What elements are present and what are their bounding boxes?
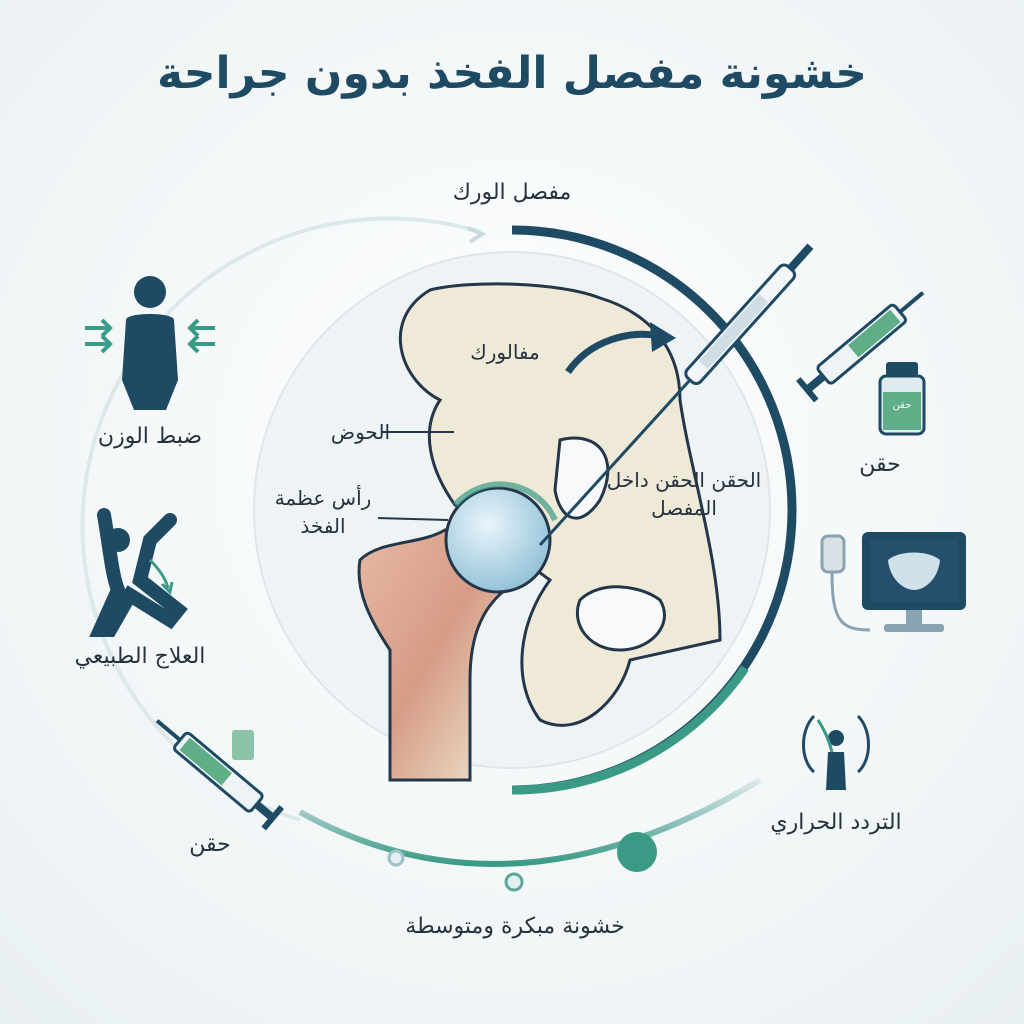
head-leader <box>377 517 449 521</box>
iliac-label: مفالورك <box>470 340 540 364</box>
ultrasound-monitor-icon <box>820 532 966 632</box>
cartilage-arc <box>452 481 558 522</box>
vial-icon <box>878 362 926 436</box>
acetabulum <box>553 436 610 520</box>
progress-dot-2 <box>504 872 524 892</box>
direction-arrow <box>565 330 661 375</box>
outer-ring <box>80 216 481 822</box>
injection-needle <box>538 378 692 547</box>
injection-left-label: حقن <box>189 832 231 857</box>
radiofrequency-label: التردد الحراري <box>770 810 902 835</box>
radiofrequency-icon <box>802 714 870 790</box>
person-weight-icon <box>85 276 215 410</box>
femoral-head <box>444 486 552 594</box>
ring-arrowhead <box>467 226 487 244</box>
syringe-icon <box>796 291 925 403</box>
pelvis-label: الحوض <box>330 420 390 444</box>
obturator-foramen <box>575 585 666 652</box>
teal-arc <box>511 665 749 795</box>
progress-dot-3 <box>617 832 657 872</box>
femoral-head-label: رأس عظمة الفخذ <box>274 486 372 538</box>
injection-right-label: حقن <box>859 452 901 477</box>
direction-arrowhead <box>650 322 676 352</box>
page-title: خشونة مفصل الفخذ بدون جراحة <box>157 48 867 99</box>
small-vial-icon <box>232 730 254 760</box>
stage-label: خشونة مبكرة ومتوسطة <box>405 914 625 939</box>
syringe-icon <box>155 719 284 831</box>
hip-joint-label: مفصل الورك <box>452 180 572 205</box>
progress-dot-1 <box>387 849 405 867</box>
femur-bone <box>357 528 508 782</box>
physical-therapy-label: العلاج الطبيعي <box>74 644 206 669</box>
weight-control-label: ضبط الوزن <box>97 424 203 449</box>
large-syringe <box>684 243 814 386</box>
stretching-person-icon <box>89 508 188 637</box>
progress-arc <box>298 777 762 867</box>
vial-text: حقن <box>892 400 912 411</box>
intra-articular-label: الحقن الحقن داخل المفصل <box>606 468 762 520</box>
